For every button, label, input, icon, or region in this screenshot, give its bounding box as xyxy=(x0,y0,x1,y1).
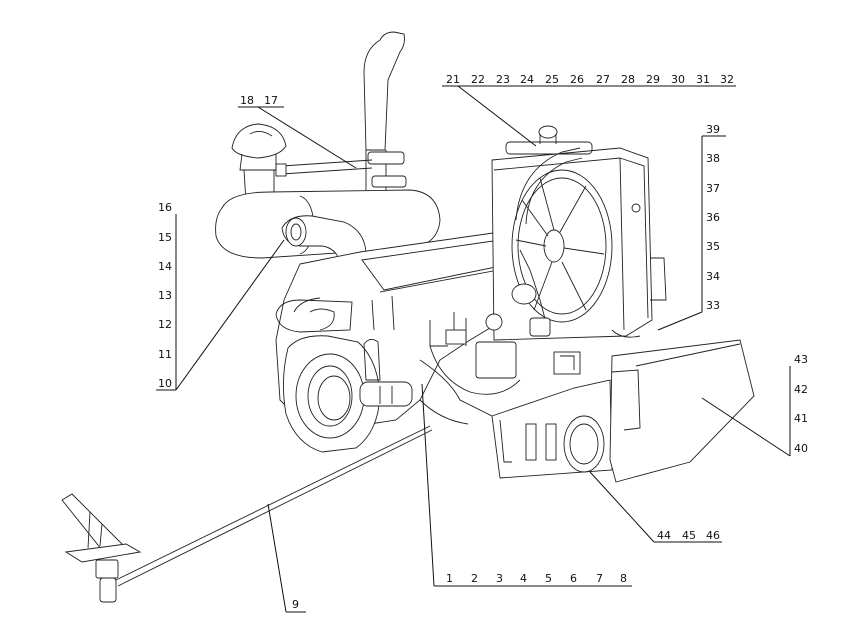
callout-17: 17 xyxy=(264,94,278,107)
callout-22: 22 xyxy=(471,73,485,86)
callout-13: 13 xyxy=(158,289,172,302)
callout-14: 14 xyxy=(158,260,172,273)
callout-5: 5 xyxy=(545,572,552,585)
oil-pan xyxy=(491,379,613,479)
callout-11: 11 xyxy=(158,348,172,361)
air-cleaner xyxy=(231,123,287,203)
fuel-pump xyxy=(429,283,581,395)
callout-29: 29 xyxy=(646,73,660,86)
callout-46: 46 xyxy=(706,529,720,542)
callout-38: 38 xyxy=(706,152,720,165)
engine-drawing xyxy=(61,31,755,603)
callout-4: 4 xyxy=(520,572,527,585)
leader-lines xyxy=(156,85,791,613)
callout-23: 23 xyxy=(496,73,510,86)
callout-21: 21 xyxy=(446,73,460,86)
exhaust-pipe xyxy=(275,31,407,201)
callout-35: 35 xyxy=(706,240,720,253)
callout-27: 27 xyxy=(596,73,610,86)
callout-25: 25 xyxy=(545,73,559,86)
callout-18: 18 xyxy=(240,94,254,107)
callout-15: 15 xyxy=(158,231,172,244)
callouts-far-right-column: 43 42 41 40 xyxy=(794,353,808,455)
callouts-left-column: 16 15 14 13 12 11 10 xyxy=(158,201,172,390)
callouts-bottom-right: 44 45 46 xyxy=(657,529,720,542)
callout-43: 43 xyxy=(794,353,808,366)
callout-9: 9 xyxy=(292,598,299,611)
callouts-top-row: 21 22 23 24 25 26 27 28 29 30 31 32 xyxy=(446,73,734,86)
frame-base xyxy=(609,339,755,483)
callout-7: 7 xyxy=(596,572,603,585)
starter-motor xyxy=(359,339,413,407)
callout-2: 2 xyxy=(471,572,478,585)
callout-28: 28 xyxy=(621,73,635,86)
callout-8: 8 xyxy=(620,572,627,585)
callout-1: 1 xyxy=(446,572,453,585)
callout-42: 42 xyxy=(794,383,808,396)
coolant-hose xyxy=(515,147,641,338)
callout-16: 16 xyxy=(158,201,172,214)
callout-37: 37 xyxy=(706,182,720,195)
cooling-fan xyxy=(511,169,613,323)
callout-26: 26 xyxy=(570,73,584,86)
callout-32: 32 xyxy=(720,73,734,86)
callout-36: 36 xyxy=(706,211,720,224)
accelerator-pedal xyxy=(61,425,433,603)
callout-40: 40 xyxy=(794,442,808,455)
callouts-top-left: 18 17 xyxy=(240,94,278,107)
callout-3: 3 xyxy=(496,572,503,585)
callouts-bottom-row: 1 2 3 4 5 6 7 8 xyxy=(446,572,627,585)
callout-39: 39 xyxy=(706,123,720,136)
callout-41: 41 xyxy=(794,412,808,425)
callout-45: 45 xyxy=(682,529,696,542)
callout-33: 33 xyxy=(706,299,720,312)
callout-31: 31 xyxy=(696,73,710,86)
callout-6: 6 xyxy=(570,572,577,585)
callout-30: 30 xyxy=(671,73,685,86)
callout-34: 34 xyxy=(706,270,720,283)
callout-12: 12 xyxy=(158,318,172,331)
callout-24: 24 xyxy=(520,73,534,86)
callout-44: 44 xyxy=(657,529,671,542)
callouts-right-column: 39 38 37 36 35 34 33 xyxy=(706,123,720,312)
callout-10: 10 xyxy=(158,377,172,390)
